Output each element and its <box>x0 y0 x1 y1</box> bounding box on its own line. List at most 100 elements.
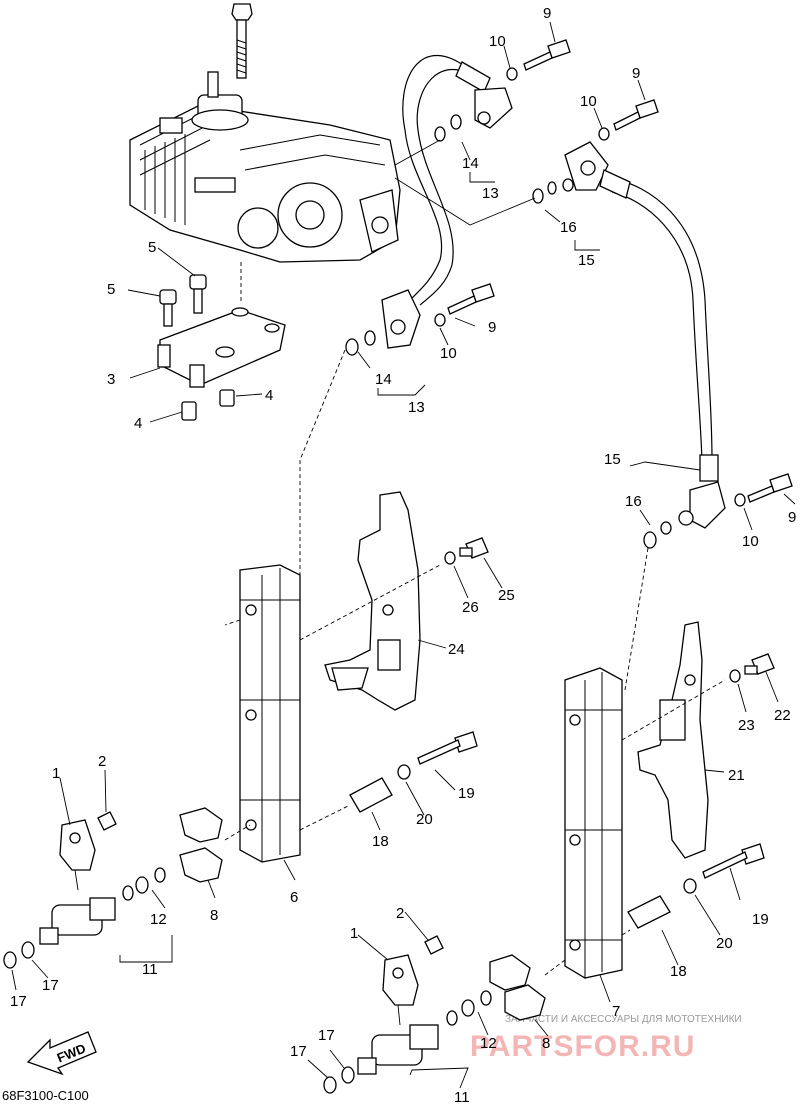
clamp-8-right <box>489 954 546 1021</box>
washer-20-b <box>683 878 697 894</box>
fitting-middle-right <box>643 473 793 549</box>
bolt-5-head-b <box>159 289 177 305</box>
clamp-8-left-top <box>179 807 223 843</box>
callout-18: 18 <box>670 963 687 980</box>
washer-a <box>450 114 462 130</box>
bracket-21 <box>637 621 709 859</box>
callout-18: 18 <box>372 833 389 850</box>
spacer-18-b <box>627 895 671 929</box>
rail-left-hole-c <box>245 819 257 831</box>
actuator-stem <box>207 71 219 98</box>
washer-23 <box>729 669 741 683</box>
bracket-24 <box>324 491 421 711</box>
mount-bracket <box>157 307 286 388</box>
o-ring-12-right-c <box>480 990 492 1006</box>
callout-9: 9 <box>788 509 796 526</box>
bracket-24-tab <box>331 667 369 691</box>
bracket-21-hole <box>684 674 696 686</box>
callout-14: 14 <box>462 155 479 172</box>
callout-10: 10 <box>489 33 506 50</box>
valve-11-right-nozzle <box>357 1057 377 1075</box>
o-ring-a <box>434 126 446 142</box>
rail-left-hole-b <box>245 709 257 721</box>
screw-2-left <box>97 811 117 831</box>
rail-left-hole-a <box>245 604 257 616</box>
callout-19: 19 <box>752 911 769 928</box>
washer-17-left-a <box>3 951 17 969</box>
fuel-hose-left <box>402 55 491 306</box>
bracket-foot-b <box>189 364 205 388</box>
o-ring-12-left-b <box>135 876 149 894</box>
collar-4-a <box>181 401 197 421</box>
washer-12-left-a <box>122 885 134 901</box>
callout-15: 15 <box>578 252 595 269</box>
flange-fitting-b-hole <box>580 160 596 176</box>
washer-12-right-a <box>446 1010 458 1026</box>
washer-b <box>547 181 557 195</box>
label-plate <box>194 177 236 193</box>
bracket-hole-b <box>264 323 280 333</box>
elbow-fitting-c <box>381 289 421 349</box>
assembly-right <box>323 935 492 1094</box>
callout-5: 5 <box>107 281 115 298</box>
nipple-d <box>678 510 694 526</box>
callout-17: 17 <box>10 993 27 1010</box>
washer-26 <box>444 551 456 565</box>
callout-4: 4 <box>134 415 142 432</box>
o-ring-12-right-b <box>461 999 475 1017</box>
clamp-8-left <box>179 807 223 883</box>
callout-10: 10 <box>742 533 759 550</box>
callout-16: 16 <box>560 219 577 236</box>
washer-17-right-b <box>341 1066 355 1084</box>
o-ring-b <box>532 188 544 204</box>
fitting-upper-right <box>532 99 659 204</box>
callout-2: 2 <box>396 905 404 922</box>
callout-16: 16 <box>625 493 642 510</box>
diagram-code: 68F3100-C100 <box>2 1088 89 1103</box>
fitting-middle-left <box>345 283 495 356</box>
rail-left <box>239 564 301 863</box>
bracket-24-slot <box>377 639 401 671</box>
o-ring-c <box>345 338 359 356</box>
callout-8: 8 <box>210 907 218 924</box>
bolt-5-shank-b <box>163 303 173 327</box>
callout-labels: 9 10 9 10 14 13 16 15 5 5 3 4 4 9 10 14 … <box>10 5 796 1105</box>
callout-23: 23 <box>738 717 755 734</box>
callout-9: 9 <box>488 319 496 336</box>
bracket-1-right-hole <box>392 967 404 979</box>
bracket-1-right <box>382 954 419 1006</box>
callout-24: 24 <box>448 641 465 658</box>
callout-1: 1 <box>52 765 60 782</box>
bolt-9-shank-c <box>447 295 477 315</box>
bracket-1-left-hole <box>69 832 81 844</box>
callout-10: 10 <box>580 93 597 110</box>
callout-1: 1 <box>350 925 358 942</box>
callout-17: 17 <box>42 977 59 994</box>
bolt-9-shank-d <box>747 485 775 503</box>
bracket-hole-c <box>215 346 235 358</box>
watermark-brand: PARTSFOR.RU <box>470 1030 695 1063</box>
rail-right-hole-c <box>569 939 581 951</box>
clamp-8-left-bottom <box>179 847 223 883</box>
washer-10-c <box>434 313 446 327</box>
clamp-8-right-bottom <box>504 984 546 1021</box>
main-unit-assembly <box>129 3 401 263</box>
washer-10-d <box>734 493 746 507</box>
callout-13: 13 <box>482 185 499 202</box>
callout-11: 11 <box>142 961 158 978</box>
callout-5: 5 <box>148 239 156 256</box>
bracket-1-left <box>59 819 96 871</box>
o-ring-12-left-c <box>154 867 166 883</box>
nipple-b <box>562 178 574 192</box>
callout-13: 13 <box>408 399 425 416</box>
rail-right-hole-a <box>569 714 581 726</box>
watermark: ЗАПЧАСТИ И АКСЕССУАРЫ ДЛЯ МОТОТЕХНИКИ PA… <box>470 1014 742 1063</box>
bolt-9-shank-b <box>613 111 641 131</box>
washer-d <box>660 521 672 535</box>
callout-9: 9 <box>632 65 640 82</box>
leader-lines <box>11 21 796 1089</box>
rail-right-hole-b <box>569 834 581 846</box>
collar-4-b <box>219 389 235 407</box>
screw-25-shank <box>459 547 473 557</box>
bracket-24-hole <box>382 604 394 616</box>
